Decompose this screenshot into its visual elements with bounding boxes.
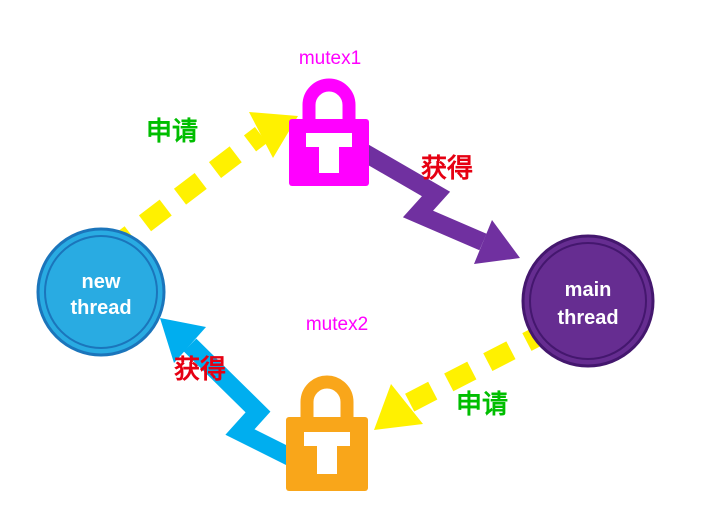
new-thread-node: new thread xyxy=(36,227,166,357)
mutex2-shackle xyxy=(300,375,354,419)
request-mutex2-label: 申请 xyxy=(456,389,508,419)
mutex1-label: mutex1 xyxy=(299,48,361,69)
acquire-mutex2-arrowhead-icon xyxy=(160,318,206,363)
new-thread-inner-ring xyxy=(44,235,158,349)
acquire-mutex2-arrow xyxy=(160,318,305,471)
main-thread-label-line2: thread xyxy=(557,307,618,329)
mutex2-lock-icon xyxy=(286,375,368,491)
acquire-mutex1-arrowhead-icon xyxy=(474,220,520,264)
request-mutex1-label: 申请 xyxy=(146,116,198,146)
request-mutex2-arrow xyxy=(374,321,555,430)
mutex1-shackle xyxy=(302,78,356,121)
acquire-mutex2-shaft xyxy=(183,338,305,471)
acquire-mutex1-label: 获得 xyxy=(421,153,473,183)
main-thread-label-line1: main xyxy=(565,279,612,301)
request-mutex2-arrowhead-icon xyxy=(374,384,423,430)
mutex1-keyhole-bar xyxy=(306,133,352,147)
mutex1-keyhole-stem xyxy=(319,147,339,173)
acquire-mutex1-arrow xyxy=(355,142,520,264)
main-thread-circle xyxy=(521,234,655,368)
acquire-mutex1-shaft xyxy=(355,142,487,251)
request-mutex1-shaft xyxy=(103,127,268,258)
acquire-mutex2-label: 获得 xyxy=(174,354,226,384)
new-thread-label-line1: new xyxy=(82,271,121,293)
main-thread-inner-ring xyxy=(529,242,647,360)
request-mutex1-arrow xyxy=(103,112,298,258)
mutex2-keyhole-stem xyxy=(317,446,337,474)
mutex1-lock-icon xyxy=(289,78,369,186)
main-thread-node: main thread xyxy=(521,234,655,368)
request-mutex1-arrowhead-icon xyxy=(249,112,298,158)
mutex2-keyhole-bar xyxy=(304,432,350,446)
new-thread-circle xyxy=(36,227,166,357)
request-mutex2-shaft xyxy=(402,321,555,413)
mutex2-label: mutex2 xyxy=(306,314,368,335)
new-thread-label-line2: thread xyxy=(70,297,131,319)
